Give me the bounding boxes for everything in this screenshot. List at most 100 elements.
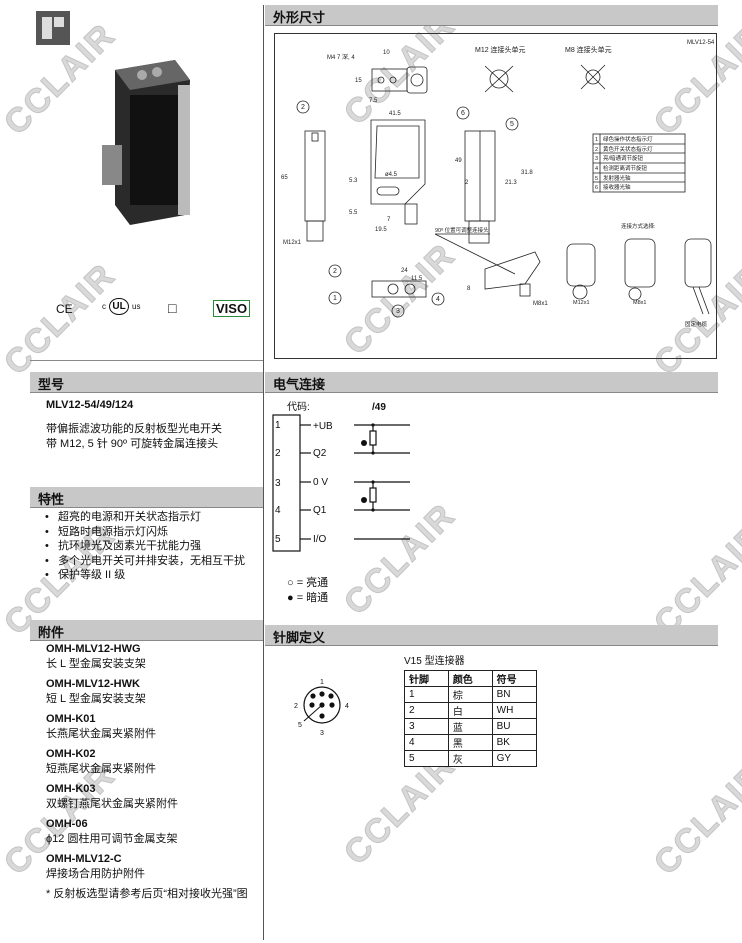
connector-pin-diagram: 1 2 3 4 5 <box>290 675 360 740</box>
callout-3: 3 <box>396 308 400 315</box>
visolux-logo: VISO <box>213 300 251 317</box>
accessory-desc: ϕ12 圆柱用可调节金属支架 <box>46 832 178 845</box>
column-header: 针脚 <box>404 670 449 687</box>
options-title: 连接方式选择: <box>621 222 656 230</box>
model-desc-1: 带偏振滤波功能的反射板型光电开关 <box>46 423 222 435</box>
product-photo <box>30 5 262 285</box>
dim-2: 2 <box>465 180 469 186</box>
option-label: 固定电缆 <box>685 320 708 328</box>
m8-connector-icon <box>580 64 606 90</box>
pin-number: 2 <box>275 448 281 459</box>
dim-4-5: ø4.5 <box>385 172 398 178</box>
dim-8: 8 <box>467 286 471 292</box>
pin-signal: 0 V <box>313 477 328 488</box>
pin-signal: Q2 <box>313 448 327 459</box>
accessory-code: OMH-K01 <box>46 713 96 725</box>
accessory-desc: 长燕尾状金属夹紧附件 <box>46 727 156 740</box>
m12-title: M12 连接头单元 <box>475 45 526 54</box>
accessory-code: OMH-MLV12-HWK <box>46 678 140 690</box>
svg-text:6: 6 <box>595 185 598 191</box>
color-cell: 黑 <box>447 734 493 751</box>
top-view-icon <box>371 66 428 94</box>
dim-5-3: 5.3 <box>349 178 358 184</box>
callout-2: 2 <box>301 104 305 111</box>
pin-number: 3 <box>275 478 281 489</box>
feature-item: 抗环境光及卤素光干扰能力强 <box>42 539 257 554</box>
code-value: /49 <box>372 402 386 413</box>
dim-65: 65 <box>281 175 288 181</box>
dark-on-dot-icon <box>361 497 367 503</box>
load-resistor-icon <box>369 425 377 453</box>
symbol-cell: BU <box>491 718 538 735</box>
ul-us: us <box>132 302 141 311</box>
color-cell: 棕 <box>447 686 493 703</box>
dim-21-3: 21.3 <box>505 180 517 186</box>
rotatable-note: 90º 位置可调整连接头 <box>435 226 489 234</box>
color-cell: 蓝 <box>447 718 493 735</box>
sensor-photo-icon <box>36 11 190 225</box>
dim-31-8: 31.8 <box>521 170 533 176</box>
callout-4: 4 <box>436 296 440 303</box>
color-cell: 灰 <box>447 750 493 767</box>
dim-5-5: 5.5 <box>349 210 358 216</box>
legend-light-on: ○ = 亮通 <box>287 577 329 589</box>
accessory-desc: 短燕尾状金属夹紧附件 <box>46 762 156 775</box>
svg-text:1: 1 <box>595 137 598 143</box>
front-view-icon <box>370 119 426 225</box>
watermark: CCLAIR <box>646 756 742 883</box>
ul-logo: UL <box>109 298 129 315</box>
pin-label: 2 <box>294 703 298 710</box>
model-header: 型号 <box>30 372 263 393</box>
connector-option-m12-icon <box>566 243 596 300</box>
legend-item: 亮/暗通调节旋钮 <box>603 154 644 162</box>
drawing-ref: MLV12-54 <box>687 40 715 46</box>
callout-1: 1 <box>333 295 337 302</box>
pin-label: 3 <box>320 730 324 737</box>
pin-signal: I/O <box>313 534 327 545</box>
certifications: CE c UL us □ VISO <box>30 298 262 322</box>
dim-m12x1: M12x1 <box>283 240 302 246</box>
pin-label: 4 <box>345 703 349 710</box>
accessory-code: OMH-K03 <box>46 783 96 795</box>
dimensions-header: 外形尺寸 <box>265 5 718 26</box>
accessory-desc: 长 L 型金属安装支架 <box>46 657 146 670</box>
ul-mark: c UL us <box>102 298 140 315</box>
connector-option-cable-icon <box>684 238 712 315</box>
pin-label: 5 <box>298 722 302 729</box>
dim-41-5: 41.5 <box>389 111 401 117</box>
option-label: M8x1 <box>633 300 646 306</box>
pin-cell: 3 <box>404 718 449 735</box>
bottom-view-icon <box>371 280 427 298</box>
wiring-diagram: 1 2 3 4 5 +UB Q2 0 V Q1 I/O <box>272 414 422 554</box>
legend-item: 绿色操作状态指示灯 <box>603 135 653 143</box>
option-label: M12x1 <box>573 300 590 306</box>
feature-item: 超亮的电源和开关状态指示灯 <box>42 510 257 525</box>
column-header: 符号 <box>491 670 538 687</box>
feature-item: 多个光电开关可并排安装，无相互干扰 <box>42 554 257 569</box>
pin-label: 1 <box>320 679 324 686</box>
dark-on-dot-icon <box>361 440 367 446</box>
pin-signal: +UB <box>313 421 333 432</box>
dim-49: 49 <box>455 158 462 164</box>
pin-number: 5 <box>275 534 281 545</box>
pin-cell: 5 <box>404 750 449 767</box>
legend-item: 检测距离调节旋钮 <box>603 164 648 172</box>
accessory-code: OMH-MLV12-HWG <box>46 643 141 655</box>
connector-option-m8-icon <box>624 238 656 301</box>
dim-7-5: 7.5 <box>369 98 378 104</box>
svg-text:2: 2 <box>595 147 598 153</box>
dim-15: 15 <box>355 78 362 84</box>
accessories-header: 附件 <box>30 620 263 641</box>
symbol-cell: WH <box>491 702 538 719</box>
dim-19-5: 19.5 <box>375 227 387 233</box>
model-name: MLV12-54/49/124 <box>46 399 134 411</box>
callout-5: 5 <box>510 121 514 128</box>
pin-number: 4 <box>275 505 281 516</box>
pin-signal: Q1 <box>313 505 327 516</box>
accessory-desc: 双螺钉燕尾状金属夹紧附件 <box>46 797 178 810</box>
m12-connector-icon <box>484 65 514 93</box>
